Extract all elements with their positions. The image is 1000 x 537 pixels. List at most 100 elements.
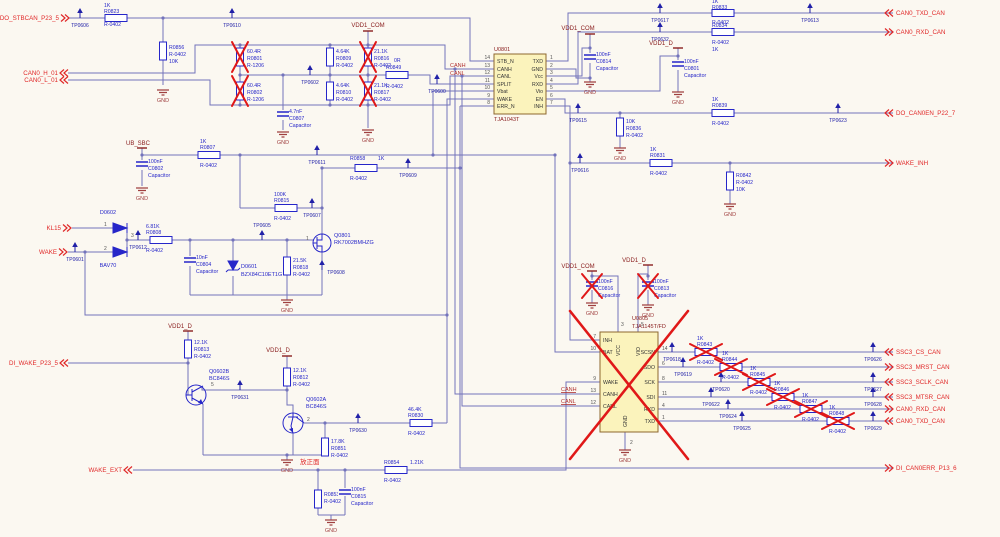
pin-name: GND [531, 67, 543, 73]
gnd-symbol: GND [619, 449, 631, 464]
testpoint-arrow-icon [657, 22, 663, 27]
pin-name: VCC [616, 345, 622, 356]
capacitor-ref: C0816 [598, 286, 613, 292]
ic-ref: U0801 [494, 47, 510, 53]
gnd-label: GND [672, 100, 684, 106]
pin-number: 4 [662, 403, 665, 409]
capacitor-ref: C0815 [351, 494, 366, 500]
mosfet-Q0801: Q0801 RK7002BMHZG 1 [306, 233, 374, 253]
junction-dot [431, 153, 435, 157]
capacitor-plates [184, 257, 196, 263]
resistor-label: 21.5K [293, 258, 307, 264]
resistor-body [197, 151, 221, 159]
power-net-label: VDD1_COM [351, 23, 384, 29]
pin-number: 12 [590, 400, 596, 406]
pin-name: SCK [644, 380, 655, 386]
testpoint-arrow-icon [680, 357, 686, 362]
resistor-label: R-0402 [750, 390, 767, 396]
testpoint-TP0615: TP0615 [569, 103, 587, 124]
resistor-label: R0833 [712, 5, 727, 11]
pin-name: SDO [644, 365, 655, 371]
x-mark [742, 373, 776, 391]
port-chevron-icon [884, 28, 894, 36]
cap-mask [135, 160, 149, 168]
testpoint-TP0608: TP0608 [319, 260, 345, 276]
pin-name: INH [534, 104, 543, 110]
port-chevron-icon [59, 69, 69, 77]
resistor-label: R0839 [712, 103, 727, 109]
resistor-label: 1.21K [410, 460, 424, 466]
x-mark [359, 41, 377, 73]
port-chevron-icon [884, 378, 894, 386]
net-label-CANH: CANH [450, 63, 466, 69]
power-net-label: UB_SBC [126, 141, 151, 147]
pin-name: INH [603, 338, 612, 344]
testpoint-arrow-icon [72, 242, 78, 247]
junction-dot [590, 274, 594, 278]
junction-dot [328, 103, 332, 107]
capacitor-value: 100nF [148, 159, 163, 165]
gnd-label: GND [724, 212, 736, 218]
testpoint-arrow-icon [405, 158, 411, 163]
resistor-label: R0807 [200, 145, 215, 151]
not-fitted-x-icon [794, 400, 828, 418]
gnd-symbol: GND [586, 302, 598, 317]
pin-number: 7 [593, 334, 596, 340]
testpoint-TP0609: TP0609 [399, 158, 417, 179]
testpoint-label: TP0606 [71, 23, 89, 29]
pin-name: VIO [636, 347, 642, 356]
pin-number: 3 [550, 70, 553, 76]
testpoint-TP0605: TP0605 [253, 223, 271, 240]
gnd-symbol: GND [614, 147, 626, 162]
testpoint-arrow-icon [434, 74, 440, 79]
diode-part: BZX84C10ET1G [241, 272, 282, 278]
testpoint-label: TP0616 [571, 168, 589, 174]
testpoint-TP0601: TP0601 [66, 242, 84, 263]
power-net-label: VDD1_D [168, 324, 192, 330]
resistor-label: R-0402 [722, 375, 739, 381]
transistor-ref: Q0602A [306, 397, 327, 403]
gnd-icon [277, 131, 289, 138]
port-chevron-icon [884, 417, 894, 425]
gnd-icon [614, 147, 626, 154]
testpoint-label: TP0607 [303, 213, 321, 219]
not-fitted-x-icon [714, 358, 748, 376]
resistor-label: R0831 [650, 153, 665, 159]
capacitor-value: 10nF [196, 255, 208, 261]
resistor-label: R-0402 [774, 405, 791, 411]
ic-body [599, 331, 659, 433]
resistor-body [711, 9, 735, 17]
pin-number: 6 [550, 93, 553, 99]
power-port-UB_SBC: UB_SBC [126, 141, 151, 149]
resistor-label: 1K [697, 336, 704, 342]
not-fitted-x-icon [766, 388, 800, 406]
resistor-label: R0843 [697, 342, 712, 348]
testpoint-TP0629: TP0629 [864, 411, 882, 432]
pin-number: 8 [662, 376, 665, 382]
port-label: WAKE [39, 249, 57, 256]
pin-name: SCSN [641, 350, 656, 356]
gnd-label: GND [584, 90, 596, 96]
pin-number: 14 [484, 55, 490, 61]
capacitor-ref: C0814 [596, 59, 611, 65]
power-port-VDD1_COM: VDD1_COM [351, 23, 385, 32]
power-port-VDD1_D: VDD1_D [168, 324, 193, 332]
testpoint-TP0616: TP0616 [571, 153, 589, 174]
gnd-label: GND [136, 196, 148, 202]
testpoint-TP0625: TP0625 [733, 411, 751, 432]
resistor-label: R-0402 [324, 499, 341, 505]
port-label: CAN0_TXD_CAN [896, 10, 945, 17]
gnd-icon [586, 302, 598, 309]
gnd-label: GND [642, 313, 654, 319]
port-label: CAN0_RXD_CAN [896, 29, 946, 36]
cap-mask [276, 110, 290, 118]
resistor-label: 46.4K [408, 407, 422, 413]
gnd-icon [157, 89, 169, 96]
resistor-label: 1K [712, 97, 719, 103]
